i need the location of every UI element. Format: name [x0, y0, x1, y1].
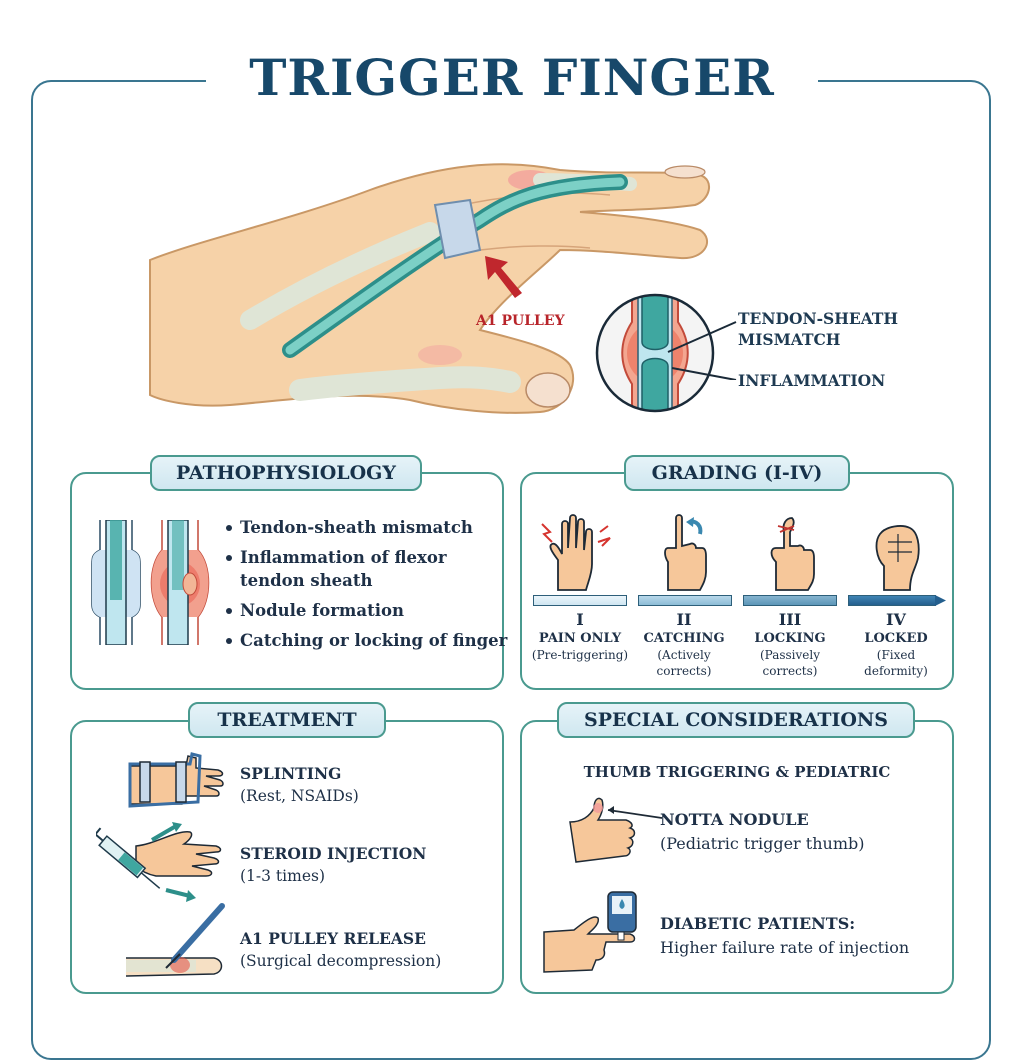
a1-pulley-label: A1 PULLEY: [476, 313, 565, 329]
page-title: TRIGGER FINGER: [249, 48, 775, 107]
tendon-sheath-comparison-icon: [90, 520, 210, 645]
grade-bar-3: [743, 595, 837, 606]
bullet-item: Nodule formation: [226, 599, 507, 622]
steroid-injection-icon: [96, 820, 226, 910]
hand-anatomy-illustration: [140, 150, 730, 440]
pathophysiology-heading: PATHOPHYSIOLOGY: [150, 455, 422, 491]
grade-bar-1: [533, 595, 627, 606]
diabetic-patients-item: DIABETIC PATIENTS:Higher failure rate of…: [660, 914, 910, 957]
splint-icon: [126, 752, 226, 808]
pathophysiology-list: Tendon-sheath mismatch Inflammation of f…: [226, 516, 507, 659]
grade-4: IV LOCKED (Fixed deformity): [864, 610, 928, 678]
grading-panel: [520, 472, 954, 690]
hand-open-pain-icon: [538, 512, 618, 592]
grade-3: III LOCKING (Passively corrects): [754, 610, 826, 678]
special-considerations-heading: SPECIAL CONSIDERATIONS: [557, 702, 915, 738]
grade-bar-2: [638, 595, 732, 606]
tendon-inset-diagram: [594, 292, 716, 414]
hand-locking-icon: [756, 512, 836, 592]
hand-locked-fist-icon: [862, 512, 942, 592]
title-mask: [206, 60, 818, 110]
special-subheading: THUMB TRIGGERING & PEDIATRIC: [583, 763, 891, 781]
hand-catching-icon: [650, 512, 730, 592]
treatment-a1-pulley-release: A1 PULLEY RELEASE(Surgical decompression…: [240, 929, 442, 970]
notta-nodule-item: NOTTA NODULE(Pediatric trigger thumb): [660, 810, 865, 853]
grade-bar-4: [848, 595, 936, 606]
pathophysiology-panel: [70, 472, 504, 690]
grade-2: II CATCHING (Actively corrects): [643, 610, 725, 678]
grade-1: I PAIN ONLY (Pre-triggering): [531, 610, 629, 662]
bullet-item: Catching or locking of finger: [226, 629, 507, 652]
treatment-splinting: SPLINTING(Rest, NSAIDs): [240, 764, 359, 805]
bullet-item: Inflammation of flexor tendon sheath: [226, 546, 470, 592]
glucose-meter-icon: [540, 890, 650, 980]
grade-arrow-head: [935, 595, 946, 606]
callout-lines: [667, 321, 737, 380]
bullet-item: Tendon-sheath mismatch: [226, 516, 507, 539]
treatment-steroid-injection: STEROID INJECTION(1-3 times): [240, 844, 427, 885]
grading-heading: GRADING (I-IV): [624, 455, 850, 491]
trigger-thumb-icon: [568, 794, 688, 866]
treatment-heading: TREATMENT: [188, 702, 386, 738]
scalpel-surgery-icon: [124, 902, 234, 982]
callout-inflammation: INFLAMMATION: [738, 371, 886, 390]
